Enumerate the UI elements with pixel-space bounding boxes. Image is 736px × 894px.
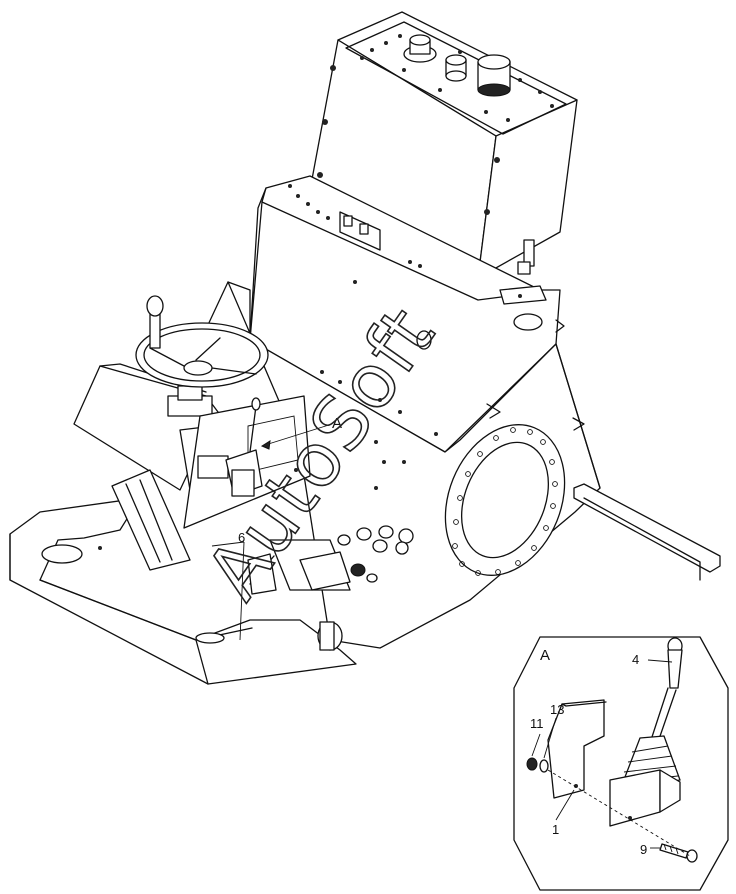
tank-filler-cap — [403, 34, 437, 63]
valve-block — [339, 211, 381, 251]
detail-view-frame — [513, 636, 729, 891]
detail-callout-13: 13 — [550, 702, 564, 717]
tank-breather-filter — [477, 54, 511, 97]
detail-nut-washer — [526, 757, 549, 773]
detail-axis-line — [547, 769, 691, 857]
steering-hub — [167, 385, 213, 417]
fitting-elbows — [337, 525, 414, 583]
joystick-assembly — [225, 397, 263, 497]
detail-callout-11: 11 — [530, 716, 544, 731]
housing-rivets — [288, 184, 438, 490]
detail-callout-9: 9 — [640, 842, 647, 857]
detail-leaders — [531, 659, 673, 849]
tank-outlet-pipe — [517, 239, 535, 275]
hydraulic-tank — [309, 11, 578, 279]
flange-bolt-holes — [452, 427, 558, 576]
callout-view-a: A — [332, 415, 342, 432]
hydraulic-fittings — [247, 525, 414, 595]
side-rail — [573, 483, 721, 581]
callout-item-6: 6 — [238, 530, 245, 545]
tank-sight-gauge — [445, 54, 467, 82]
pedal-tube — [317, 621, 343, 651]
steering-knob — [146, 295, 164, 349]
steering-wheel — [135, 295, 269, 388]
detail-mounting-bracket — [547, 699, 607, 799]
flange-ring — [444, 424, 566, 576]
detail-joystick — [609, 637, 683, 827]
detail-callout-4: 4 — [632, 652, 639, 667]
detail-bolt — [659, 843, 698, 863]
top-coupling — [499, 285, 547, 331]
detail-callout-1: 1 — [552, 822, 559, 837]
leader-lines — [211, 423, 333, 641]
detail-title: A — [540, 647, 550, 664]
tank-cover-bolts — [360, 34, 554, 122]
